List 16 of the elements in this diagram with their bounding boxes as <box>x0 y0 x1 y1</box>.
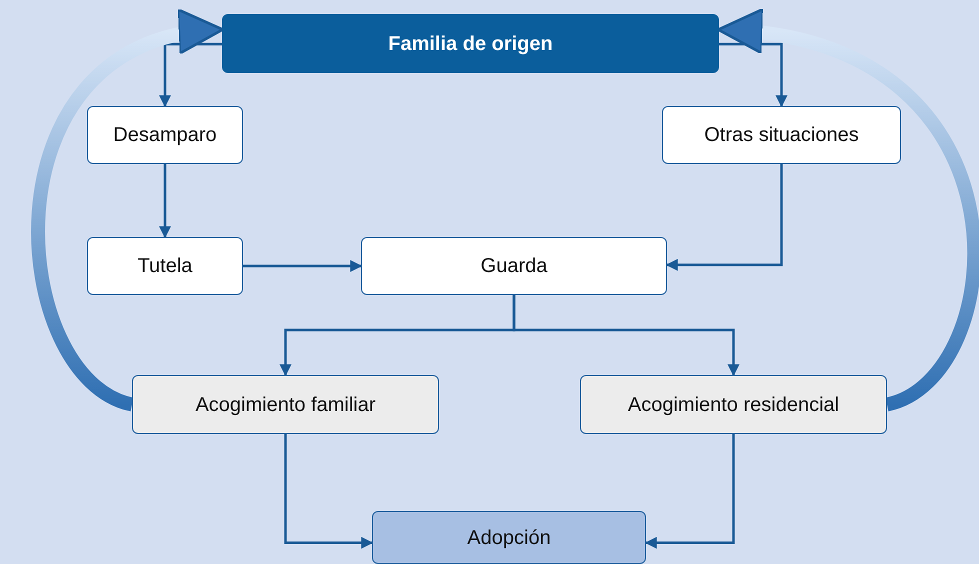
curved-arrow <box>716 11 979 411</box>
curved-arrow <box>32 12 224 411</box>
process-box: Acogimiento residencial <box>580 375 887 434</box>
arrow <box>666 164 783 271</box>
process-box: Desamparo <box>87 106 243 164</box>
arrow <box>512 295 740 376</box>
process-box: Otras situaciones <box>662 106 901 164</box>
arrow <box>644 434 735 549</box>
process-box: Acogimiento familiar <box>132 375 439 434</box>
arrow <box>243 260 362 272</box>
process-box: Guarda <box>361 237 667 295</box>
process-box: Tutela <box>87 237 243 295</box>
arrow <box>159 164 171 238</box>
arrow <box>284 434 374 549</box>
header-box: Familia de origen <box>222 14 719 73</box>
process-box: Adopción <box>372 511 646 564</box>
